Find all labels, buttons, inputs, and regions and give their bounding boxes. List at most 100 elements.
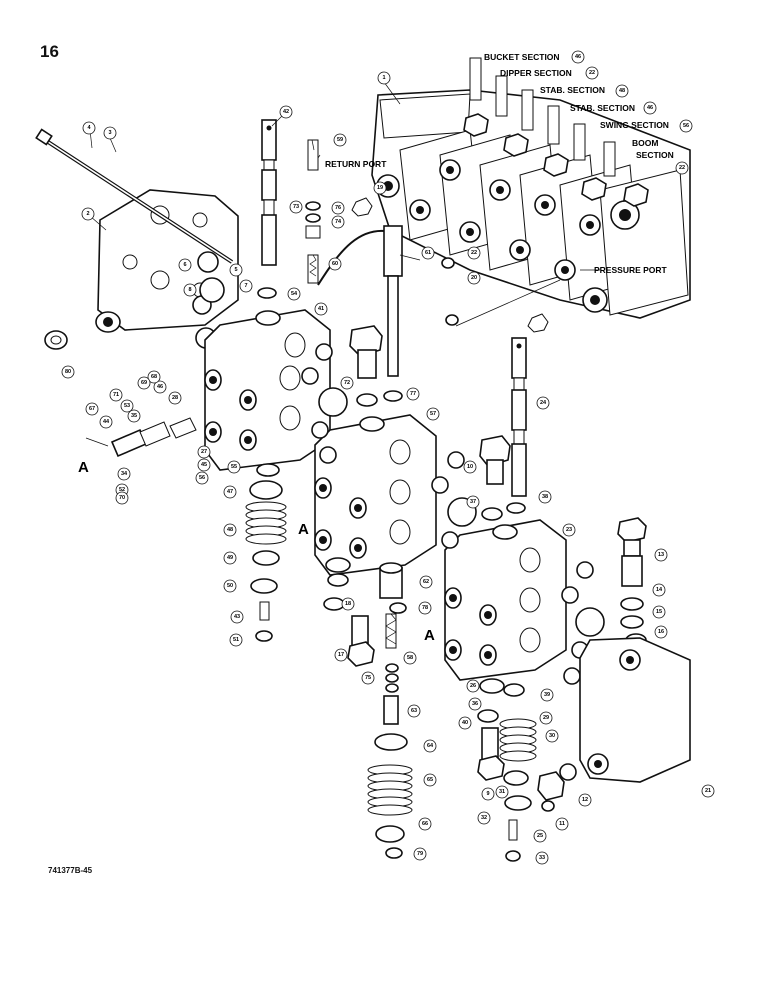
svg-text:36: 36	[472, 701, 478, 707]
svg-text:67: 67	[89, 406, 95, 412]
svg-text:35: 35	[131, 413, 137, 419]
svg-text:28: 28	[172, 395, 178, 401]
callout-57: 57	[426, 407, 440, 421]
svg-text:12: 12	[582, 797, 588, 803]
valve-section-23	[444, 519, 567, 681]
svg-text:44: 44	[103, 419, 110, 425]
section-ref-22: 22	[585, 66, 599, 80]
callout-36: 36	[468, 697, 482, 711]
relief-valve-cartridge-left	[110, 417, 197, 458]
callout-3: 3	[103, 126, 117, 140]
svg-text:70: 70	[119, 495, 125, 501]
spring-30	[499, 718, 537, 762]
figure-code: 741377B-45	[48, 866, 93, 875]
hose-61	[317, 225, 403, 377]
callout-77: 77	[406, 387, 420, 401]
callout-68: 68	[147, 370, 161, 384]
svg-text:19: 19	[377, 185, 383, 191]
svg-text:43: 43	[234, 614, 240, 620]
hex-plugs	[463, 113, 649, 207]
small-fittings	[351, 197, 549, 333]
label-boom-section: SECTION	[636, 150, 674, 160]
callout-17: 17	[334, 648, 348, 662]
callout-75: 75	[361, 671, 375, 685]
callout-8: 8	[183, 283, 197, 297]
callout-58: 58	[403, 651, 417, 665]
svg-text:25: 25	[537, 833, 543, 839]
svg-text:66: 66	[422, 821, 428, 827]
callout-42: 42	[279, 105, 293, 119]
callout-49: 49	[223, 551, 237, 565]
svg-text:4: 4	[87, 125, 91, 131]
label-bucket-section: BUCKET SECTION	[484, 52, 560, 62]
svg-text:31: 31	[499, 789, 505, 795]
svg-text:42: 42	[283, 109, 289, 115]
svg-text:62: 62	[423, 579, 429, 585]
svg-text:21: 21	[705, 788, 711, 794]
svg-text:26: 26	[470, 683, 476, 689]
valve-section-41	[204, 309, 331, 471]
svg-text:27: 27	[201, 449, 207, 455]
callout-2: 2	[81, 207, 95, 221]
label-stab-section-46: STAB. SECTION	[570, 103, 635, 113]
callout-11: 11	[555, 817, 569, 831]
callout-33: 33	[535, 851, 549, 865]
callout-44: 44	[99, 415, 113, 429]
callout-59: 59	[333, 133, 347, 147]
svg-text:51: 51	[233, 637, 239, 643]
svg-text:52: 52	[119, 487, 125, 493]
callout-19: 19	[373, 181, 387, 195]
svg-text:49: 49	[227, 555, 233, 561]
relief-plug-17-lower	[347, 615, 375, 667]
callout-60: 60	[328, 257, 342, 271]
svg-text:38: 38	[542, 494, 548, 500]
callout-23: 23	[562, 523, 576, 537]
svg-text:74: 74	[335, 219, 342, 225]
svg-text:48: 48	[227, 527, 233, 533]
callout-14: 14	[652, 583, 666, 597]
spool-24	[511, 337, 527, 497]
svg-text:20: 20	[471, 275, 477, 281]
callout-74: 74	[331, 215, 345, 229]
valve-ports	[376, 159, 640, 313]
callout-29: 29	[539, 711, 553, 725]
svg-text:40: 40	[462, 720, 468, 726]
callout-24: 24	[536, 396, 550, 410]
svg-text:16: 16	[658, 629, 664, 635]
svg-text:46: 46	[575, 54, 581, 60]
callout-34: 34	[117, 467, 131, 481]
o-rings-section-23	[561, 561, 605, 685]
svg-text:7: 7	[244, 283, 247, 289]
callout-25: 25	[533, 829, 547, 843]
callout-76: 76	[331, 201, 345, 215]
label-return-port: RETURN PORT	[325, 159, 387, 169]
callout-80: 80	[61, 365, 75, 379]
callout-4: 4	[82, 121, 96, 135]
callout-69: 69	[137, 376, 151, 390]
callout-46: 46	[153, 380, 167, 394]
callout-40: 40	[458, 716, 472, 730]
view-marker-a-1: A	[78, 459, 89, 476]
svg-text:14: 14	[656, 587, 663, 593]
callout-31: 31	[495, 785, 509, 799]
svg-text:65: 65	[427, 777, 433, 783]
callout-bubbles: 4622484656221234567891011121314151617181…	[61, 50, 715, 865]
view-marker-a-3: A	[424, 627, 435, 644]
centering-spring-48	[245, 501, 287, 545]
svg-text:34: 34	[121, 471, 128, 477]
svg-text:8: 8	[188, 287, 191, 293]
callout-16: 16	[654, 625, 668, 639]
spool-42	[261, 119, 277, 266]
svg-text:48: 48	[619, 88, 625, 94]
check-parts-center	[323, 557, 413, 859]
svg-text:58: 58	[407, 655, 413, 661]
valve-section-57	[314, 414, 437, 576]
callout-7: 7	[239, 279, 253, 293]
svg-text:76: 76	[335, 205, 341, 211]
callout-62: 62	[419, 575, 433, 589]
svg-text:3: 3	[108, 130, 111, 136]
callout-22: 22	[467, 246, 481, 260]
svg-text:79: 79	[417, 851, 423, 857]
callout-30: 30	[545, 729, 559, 743]
